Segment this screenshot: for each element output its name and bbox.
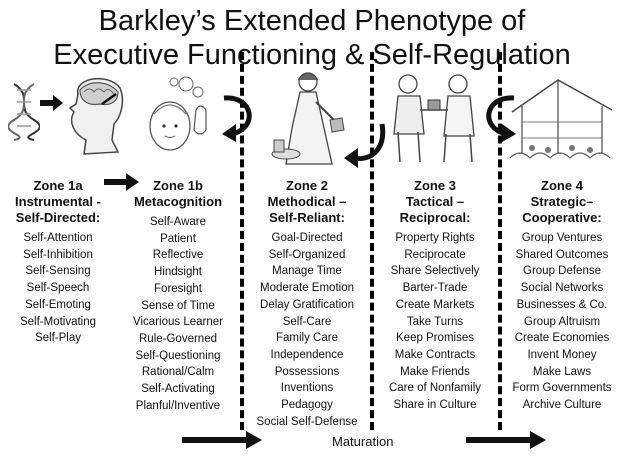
zone-item: Self-Motivating <box>19 315 97 328</box>
title-line-2: Executive Functioning & Self-Regulation <box>53 39 571 71</box>
zone-item: Independence <box>270 348 344 361</box>
maturation-arrow-left-icon <box>182 431 262 449</box>
zone-divider <box>370 52 374 430</box>
zone-item: Possessions <box>274 365 340 378</box>
zone-item: Create Economies <box>514 332 610 345</box>
zone-3-column: Zone 3 Tactical – Reciprocal: Property R… <box>376 178 494 414</box>
dna-helix-illustration <box>8 83 40 141</box>
zone-1b-column: Zone 1b Metacognition Self-Aware Patient… <box>120 178 236 414</box>
zone-heading: Zone 1a <box>33 178 83 193</box>
zone-item: Moderate Emotion <box>260 282 354 295</box>
zone-heading: Methodical – <box>267 194 347 209</box>
zone-item: Self-Play <box>34 332 82 345</box>
zone-item: Make Friends <box>400 365 470 378</box>
maturation-label: Maturation <box>332 434 394 449</box>
zone-divider <box>240 52 244 430</box>
zone-heading: Tactical – <box>405 194 465 209</box>
zone-item: Self-Organized <box>268 248 346 261</box>
zone-item: Planful/Inventive <box>135 399 221 412</box>
zone-item: Self-Questioning <box>135 349 221 362</box>
zone-item: Take Turns <box>406 315 464 328</box>
zone-item: Foresight <box>154 282 202 295</box>
curved-arrow-icon <box>222 95 252 142</box>
thinking-child-illustration <box>149 76 207 151</box>
zone-divider <box>498 52 502 430</box>
zone-item: Manage Time <box>272 265 342 278</box>
zone-item: Delay Gratification <box>260 298 354 311</box>
zone-item: Form Governments <box>512 382 612 395</box>
zone-item: Group Defense <box>523 265 601 278</box>
zone-item: Goal-Directed <box>271 232 343 244</box>
arrow-right-icon <box>40 95 63 111</box>
zone-item: Hindsight <box>154 266 202 279</box>
brain-head-illustration <box>68 77 124 155</box>
zone-heading: Self-Directed: <box>15 210 101 225</box>
zone-heading: Reciprocal: <box>399 210 471 225</box>
zone-item: Vicarious Learner <box>133 316 223 329</box>
zone-item: Self-Inhibition <box>23 248 93 261</box>
zone-heading: Zone 3 <box>414 178 456 193</box>
zone-item: Share in Culture <box>393 399 477 412</box>
zone-4-column: Zone 4 Strategic– Cooperative: Group Ven… <box>502 178 622 414</box>
zone-item: Social Networks <box>520 282 604 295</box>
zone-2-column: Zone 2 Methodical – Self-Reliant: Goal-D… <box>246 178 368 430</box>
zone-heading: Zone 4 <box>541 178 583 193</box>
zone-heading: Zone 2 <box>286 178 328 193</box>
zone-item: Self-Speech <box>26 282 90 295</box>
zone-item: Make Contracts <box>394 348 476 361</box>
zone-heading: Cooperative: <box>522 210 602 225</box>
zone-item: Reflective <box>152 249 204 262</box>
zone-item: Sense of Time <box>141 299 215 312</box>
zone-heading: Metacognition <box>133 194 223 209</box>
zone-heading: Self-Reliant: <box>269 210 345 225</box>
zone-item: Property Rights <box>395 232 475 244</box>
zone-heading: Zone 1b <box>153 178 203 193</box>
zone-item-list: Self-Attention Self-Inhibition Self-Sens… <box>4 230 112 347</box>
zone-item: Group Ventures <box>521 232 603 244</box>
zone-item-list: Self-Aware Patient Reflective Hindsight … <box>120 214 236 414</box>
zone-item: Inventions <box>280 382 334 395</box>
zone-item: Care of Nonfamily <box>388 382 482 395</box>
title-line-1: Barkley’s Extended Phenotype of <box>98 5 526 37</box>
zone-item: Social Self-Defense <box>256 415 358 428</box>
curved-arrow-icon <box>344 123 386 168</box>
zone-item: Shared Outcomes <box>515 248 609 261</box>
zone-item: Rational/Calm <box>141 366 215 379</box>
zone-item: Self-Sensing <box>25 265 91 278</box>
zone-item: Self-Attention <box>23 232 93 244</box>
arrow-right-icon <box>104 173 139 191</box>
zone-item: Reciprocate <box>404 248 466 261</box>
zone-item: Self-Emoting <box>25 298 91 311</box>
zone-item: Family Care <box>276 332 338 345</box>
zone-item: Make Laws <box>532 365 592 378</box>
zone-item: Rule-Governed <box>139 332 217 345</box>
two-men-trading-illustration <box>393 74 475 163</box>
zone-item: Create Markets <box>395 298 475 311</box>
zone-item: Group Altruism <box>523 315 601 328</box>
curved-arrow-icon <box>486 95 516 142</box>
zone-item: Businesses & Co. <box>516 298 608 311</box>
zone-item: Patient <box>160 232 196 245</box>
zone-item: Self-Aware <box>149 216 207 228</box>
zone-item: Archive Culture <box>522 399 602 412</box>
zone-item: Share Selectively <box>390 265 480 278</box>
village-structure-illustration <box>509 79 613 159</box>
zone-1a-column: Zone 1a Instrumental - Self-Directed: Se… <box>4 178 112 347</box>
zone-item: Keep Promises <box>396 332 474 345</box>
woman-pouring-illustration <box>271 72 345 165</box>
zone-item-list: Group Ventures Shared Outcomes Group Def… <box>502 230 622 414</box>
zone-heading: Strategic– <box>530 194 594 209</box>
zone-item: Barter-Trade <box>402 282 468 295</box>
zone-item: Self-Activating <box>141 383 215 396</box>
zone-item: Invent Money <box>527 348 597 361</box>
zone-item: Self-Care <box>282 315 332 328</box>
zone-heading: Instrumental - <box>15 194 101 209</box>
zone-item-list: Property Rights Reciprocate Share Select… <box>376 230 494 414</box>
maturation-arrow-right-icon <box>466 431 546 449</box>
zone-item-list: Goal-Directed Self-Organized Manage Time… <box>246 230 368 430</box>
zone-item: Pedagogy <box>281 399 333 412</box>
